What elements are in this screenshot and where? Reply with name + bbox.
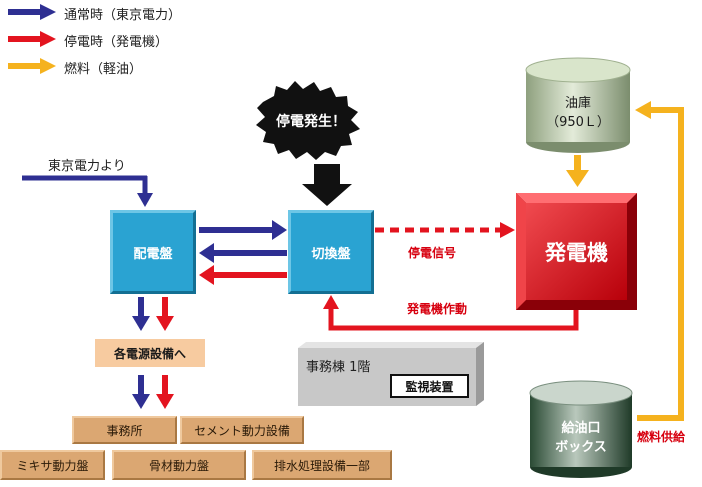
blue-arrow-to-distribution: [199, 243, 287, 263]
office-building-label: 事務棟 1階: [306, 360, 371, 375]
distribution-panel-label: 配電盤: [133, 246, 173, 262]
generator: 発電機: [526, 203, 627, 300]
fuel-supply-arrow: [635, 101, 684, 421]
oil-tank-capacity: （950Ｌ）: [546, 115, 610, 130]
blue-arrow-to-switch-top: [199, 220, 287, 240]
generator-operation-arrow: [323, 295, 579, 331]
oil-box-shape: [529, 380, 633, 478]
legend-label-outage: 停電時（発電機）: [64, 35, 169, 50]
power-equipment-label: 各電源設備へ: [113, 346, 186, 361]
oil-supply-box: 給油口 ボックス: [530, 419, 632, 457]
generator-shape: [516, 193, 637, 310]
facility-mixer-panel: ミキサ動力盤: [0, 450, 105, 480]
legend-arrow-fuel: [8, 58, 56, 74]
oil-tank: 油庫 （950Ｌ）: [526, 94, 630, 132]
oil-box-line1: 給油口: [561, 421, 601, 436]
switch-panel: 切換盤: [288, 210, 374, 294]
legend-arrow-normal: [8, 4, 56, 20]
outage-signal-dashed-arrow: [375, 222, 515, 238]
red-arrow-to-distribution: [199, 265, 287, 285]
generator-operation-label: 発電機作動: [407, 302, 468, 316]
outage-signal-label: 停電信号: [408, 246, 457, 260]
power-equipment-box: 各電源設備へ: [95, 339, 205, 367]
down-arrows-lower: [132, 375, 174, 409]
facility-aggregate-panel: 骨材動力盤: [112, 450, 246, 480]
facility-drainage: 排水処理設備一部: [252, 450, 392, 480]
generator-label: 発電機: [545, 240, 608, 265]
facility-drainage-label: 排水処理設備一部: [273, 458, 370, 473]
facility-cement-power: セメント動力設備: [180, 416, 304, 444]
outage-down-arrow: [302, 164, 352, 206]
fuel-supply-label: 燃料供給: [637, 430, 686, 444]
tepco-source-arrow: [22, 175, 153, 207]
legend-label-fuel: 燃料（軽油）: [64, 62, 143, 77]
outage-burst-label: 停電発生！: [276, 114, 346, 130]
oil-tank-shape: [525, 57, 631, 153]
facility-mixer-panel-label: ミキサ動力盤: [16, 458, 89, 473]
facility-aggregate-panel-label: 骨材動力盤: [148, 458, 209, 473]
facility-cement-power-label: セメント動力設備: [194, 423, 290, 438]
monitor-device-label: 監視装置: [405, 379, 454, 394]
tepco-source-label: 東京電力より: [48, 159, 126, 174]
facility-office: 事務所: [72, 416, 177, 444]
down-arrows-upper: [132, 297, 174, 331]
fuel-arrow-to-generator: [566, 155, 589, 187]
switch-panel-label: 切換盤: [311, 246, 351, 262]
legend-label-normal: 通常時（東京電力）: [64, 8, 182, 23]
oil-box-line2: ボックス: [555, 440, 607, 455]
monitor-device: 監視装置: [390, 374, 469, 398]
outage-burst-shape: [256, 81, 360, 160]
facility-office-label: 事務所: [106, 423, 143, 438]
legend-arrow-outage: [8, 31, 56, 47]
distribution-panel: 配電盤: [110, 210, 196, 294]
oil-tank-name: 油庫: [564, 96, 591, 111]
